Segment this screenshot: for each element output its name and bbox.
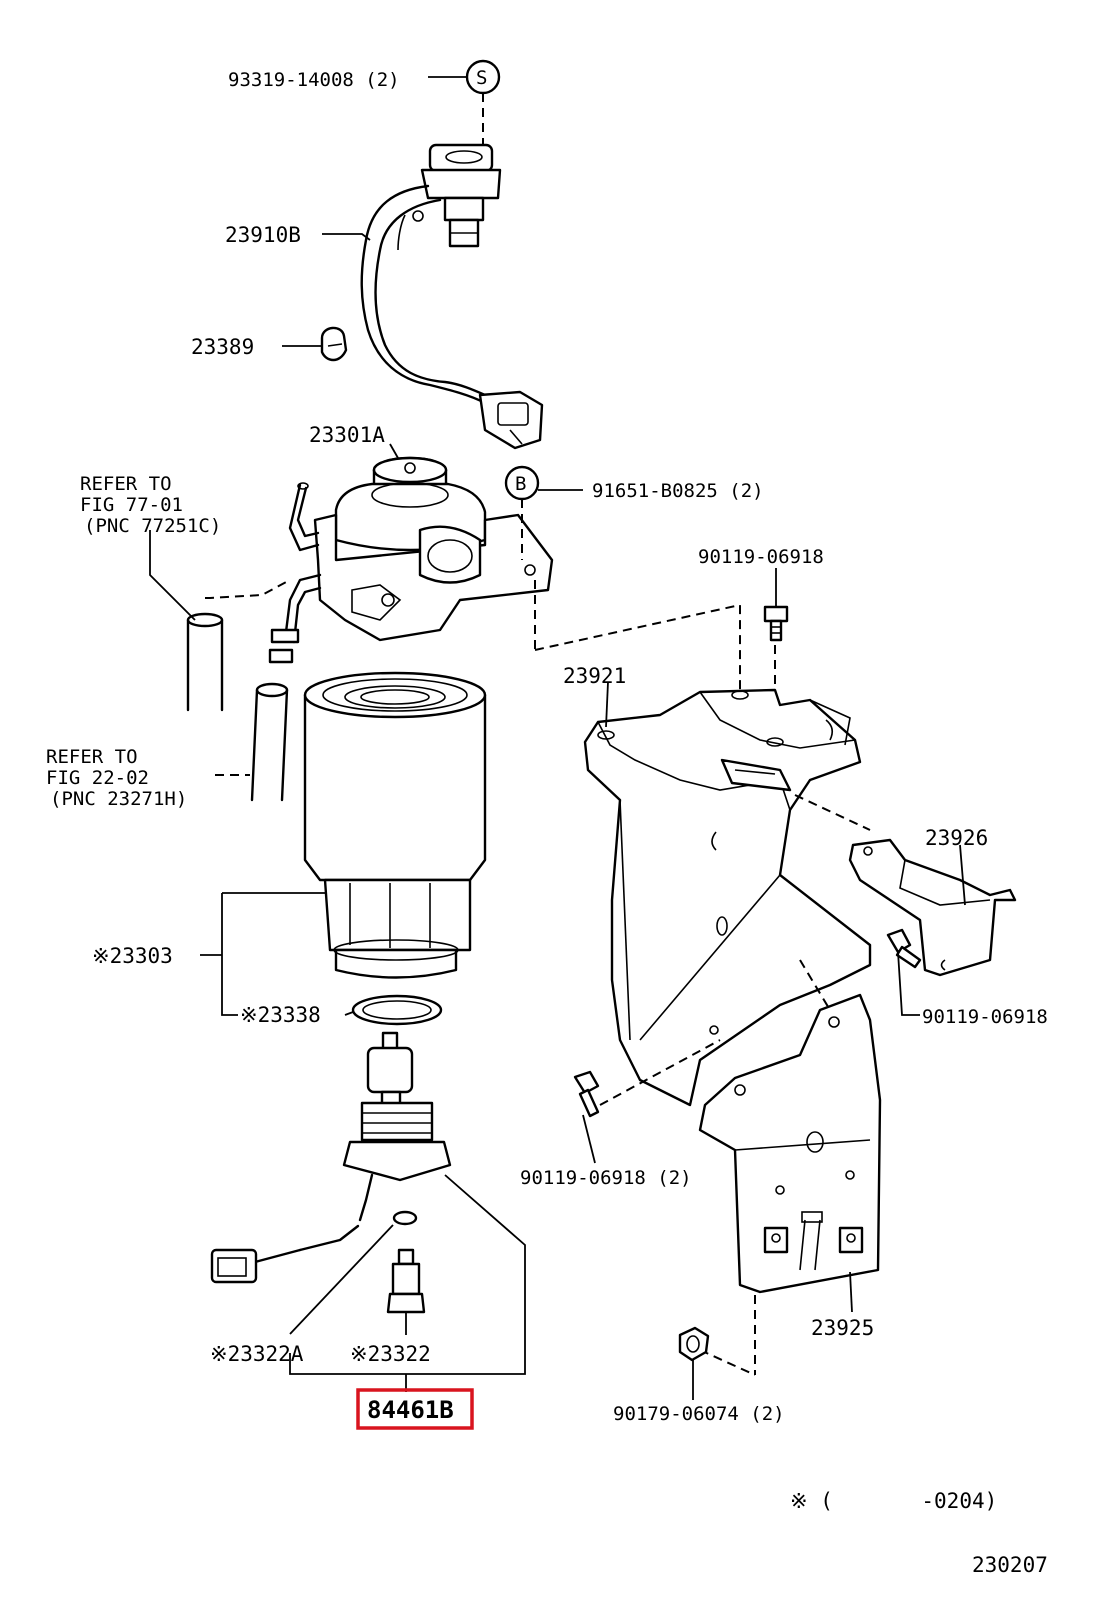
label-91651-b0825: 91651-B0825 (2)	[592, 480, 764, 502]
hose-22-02-drawing	[215, 682, 289, 802]
label-refer-22-02-line3: (PNC 23271H)	[50, 788, 187, 810]
label-23389: 23389	[191, 335, 254, 359]
footnote-date-range: ※ ( -0204)	[790, 1489, 997, 1513]
filter-23303-drawing	[303, 671, 487, 979]
label-23338: ※23338	[240, 1003, 321, 1027]
diagram-number: 230207	[972, 1553, 1048, 1577]
sensor-84461b-drawing	[210, 1031, 452, 1335]
label-refer-77-01-line3: (PNC 77251C)	[84, 515, 221, 537]
oring-23338-drawing	[351, 994, 443, 1026]
label-refer-77-01-line1: REFER TO	[80, 473, 172, 495]
label-84461b[interactable]: 84461B	[367, 1396, 454, 1424]
label-refer-22-02-line2: FIG 22-02	[46, 767, 149, 789]
nut-90179-drawing	[678, 1326, 710, 1362]
bracket-23925-drawing	[698, 993, 882, 1294]
clamp-23389-drawing	[320, 326, 348, 362]
label-23926: 23926	[925, 826, 988, 850]
label-23921: 23921	[563, 664, 626, 688]
bracket-23926-drawing	[848, 838, 1017, 977]
label-90119-06918-right: 90119-06918	[922, 1006, 1048, 1028]
label-23925: 23925	[811, 1316, 874, 1340]
label-23322: ※23322	[350, 1342, 431, 1366]
hose-77-01-drawing	[186, 579, 291, 712]
bracket-23921-drawing	[583, 688, 872, 1107]
label-refer-22-02-line1: REFER TO	[46, 746, 138, 768]
bolt-90119-left-drawing	[573, 1070, 600, 1118]
label-23322a: ※23322A	[210, 1342, 304, 1366]
label-90179-06074: 90179-06074 (2)	[613, 1403, 785, 1425]
label-23303: ※23303	[92, 944, 173, 968]
label-93319-14008: 93319-14008 (2)	[228, 69, 400, 91]
label-b-marker: B	[515, 473, 526, 495]
label-90119-06918-left: 90119-06918 (2)	[520, 1167, 692, 1189]
label-23301a: 23301A	[309, 423, 385, 447]
highlight-box-84461b	[356, 1388, 474, 1430]
label-23910b: 23910B	[225, 223, 301, 247]
sensor-23910b-drawing	[360, 59, 544, 450]
bolt-90119-top-drawing	[763, 605, 789, 642]
label-90119-06918-top: 90119-06918	[698, 546, 824, 568]
label-refer-77-01-line2: FIG 77-01	[80, 494, 183, 516]
bolt-90119-right-drawing	[886, 928, 922, 969]
label-s-marker: S	[476, 67, 487, 89]
filter-head-23301a-drawing	[268, 456, 554, 664]
leader-lines	[149, 76, 966, 1400]
